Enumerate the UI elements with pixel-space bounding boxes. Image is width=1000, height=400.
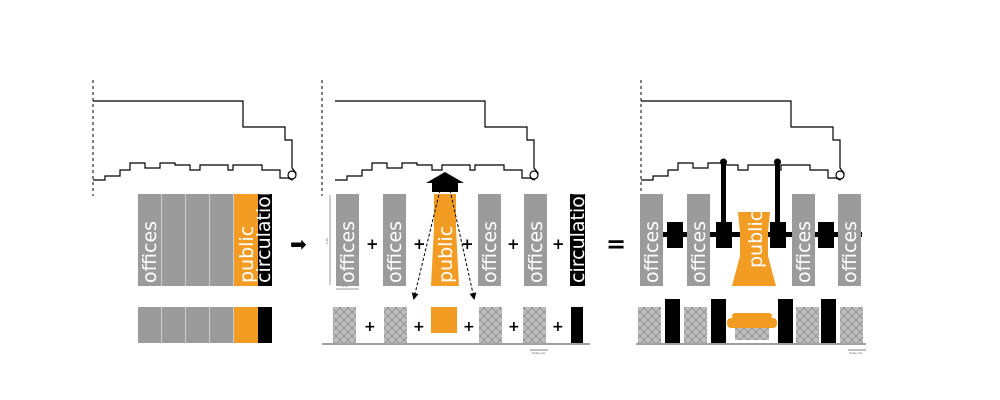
site-outline bbox=[93, 100, 297, 181]
projection-arrow bbox=[411, 189, 441, 300]
office-block bbox=[336, 194, 359, 286]
plus-operator: + bbox=[366, 235, 379, 253]
office-block bbox=[687, 194, 710, 286]
office-block bbox=[524, 194, 547, 286]
office-block bbox=[210, 194, 234, 286]
circulation-tower bbox=[775, 162, 780, 230]
panel-1: offices public circulation bbox=[92, 80, 297, 343]
plus-operator: + bbox=[461, 235, 474, 253]
office-block-lower bbox=[796, 307, 819, 343]
public-roof-lower bbox=[732, 313, 772, 319]
office-block-lower bbox=[186, 307, 210, 343]
circulation-block-lower bbox=[571, 307, 583, 343]
scale-text: Scale unit bbox=[849, 351, 862, 355]
panel-3: offices offices public offices offices S… bbox=[636, 80, 866, 355]
office-block bbox=[478, 194, 501, 286]
circulation-tower bbox=[721, 162, 726, 230]
tower-cap-icon bbox=[774, 158, 781, 166]
label-public: public bbox=[745, 211, 767, 268]
plus-operator: + bbox=[413, 319, 425, 335]
entrance-pavilion-body bbox=[432, 183, 458, 192]
label-offices: offices bbox=[688, 221, 710, 283]
public-block bbox=[234, 194, 258, 286]
projection-arrow bbox=[449, 189, 477, 300]
label-public: public bbox=[236, 226, 258, 283]
site-node bbox=[835, 170, 845, 180]
office-block-lower bbox=[162, 307, 186, 343]
office-block-lower bbox=[210, 307, 234, 343]
plus-operator: + bbox=[463, 319, 475, 335]
plus-operator: + bbox=[364, 319, 376, 335]
public-block-lower bbox=[727, 318, 777, 328]
plus-operator: + bbox=[413, 235, 426, 253]
label-offices: offices bbox=[839, 221, 861, 283]
plus-operator: + bbox=[552, 319, 564, 335]
circulation-block bbox=[570, 194, 585, 286]
label-offices: offices bbox=[641, 221, 663, 283]
circulation-block bbox=[258, 194, 272, 286]
office-block bbox=[838, 194, 861, 286]
plus-operator: + bbox=[507, 235, 520, 253]
office-block-lower bbox=[523, 307, 546, 343]
public-block bbox=[431, 194, 459, 286]
circulation-block-lower bbox=[711, 299, 726, 343]
scale-text: Scale unit bbox=[532, 351, 545, 355]
office-block bbox=[640, 194, 663, 286]
label-offices: offices bbox=[337, 221, 359, 283]
label-public: public bbox=[435, 226, 457, 283]
label-circulation: circulation bbox=[567, 184, 589, 283]
arrow-operator: ➡ bbox=[290, 232, 307, 256]
office-block bbox=[383, 194, 406, 286]
site-node bbox=[529, 170, 539, 180]
circulation-node bbox=[667, 222, 683, 248]
office-block-lower bbox=[138, 307, 162, 343]
equals-operator: = bbox=[606, 230, 626, 258]
plus-operator: + bbox=[552, 235, 565, 253]
dim-vertical: 1/10 bbox=[325, 238, 329, 244]
office-block-lower bbox=[684, 307, 707, 343]
tower-cap-icon bbox=[720, 158, 727, 166]
public-block-lower bbox=[234, 307, 258, 343]
circulation-block-lower bbox=[665, 299, 680, 343]
label-offices: offices bbox=[384, 221, 406, 283]
office-block bbox=[792, 194, 815, 286]
circulation-node bbox=[770, 222, 786, 248]
entrance-pavilion bbox=[426, 172, 464, 183]
office-block-lower bbox=[479, 307, 502, 343]
site-node bbox=[287, 170, 297, 180]
public-block-lower bbox=[431, 307, 457, 333]
label-offices: offices bbox=[793, 221, 815, 283]
public-block bbox=[732, 212, 776, 286]
label-offices: offices bbox=[139, 221, 161, 283]
site-outline bbox=[641, 100, 845, 181]
office-block bbox=[186, 194, 210, 286]
circulation-node bbox=[716, 222, 732, 248]
office-block-lower bbox=[333, 307, 356, 343]
office-block-lower bbox=[840, 307, 863, 343]
office-block-lower bbox=[384, 307, 407, 343]
plus-operator: + bbox=[508, 319, 520, 335]
office-block bbox=[138, 194, 162, 286]
label-circulation: circulation bbox=[253, 184, 275, 283]
label-offices: offices bbox=[479, 221, 501, 283]
circulation-block-lower bbox=[778, 299, 793, 343]
circulation-block-lower bbox=[258, 307, 272, 343]
office-block bbox=[162, 194, 186, 286]
office-block-lower bbox=[638, 307, 661, 343]
label-offices: offices bbox=[525, 221, 547, 283]
circulation-block-lower bbox=[821, 299, 836, 343]
site-outline bbox=[335, 100, 539, 181]
circulation-node bbox=[818, 222, 834, 248]
panel-2: 1/10 1/10 + + + + + offices offices publ… bbox=[321, 80, 590, 355]
public-base-lower bbox=[735, 328, 769, 340]
